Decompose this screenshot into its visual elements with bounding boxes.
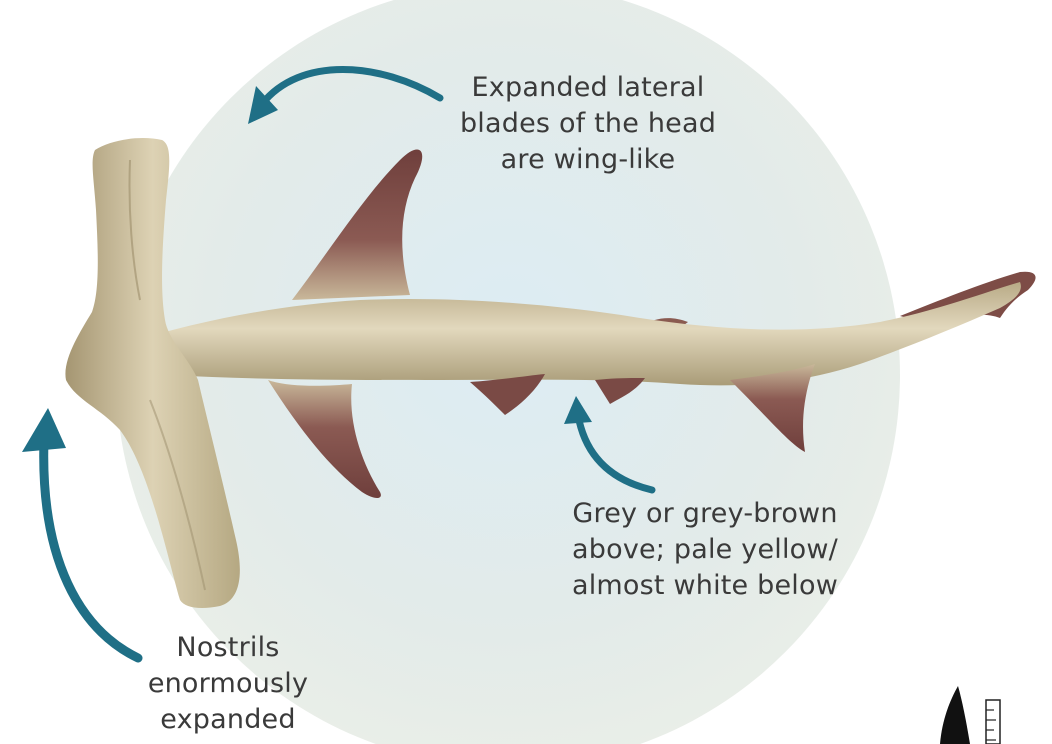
- arrow-to-nostrils: [22, 408, 138, 658]
- annotation-blades-line-1: Expanded lateral: [438, 70, 738, 106]
- annotation-coloration: Grey or grey-brown above; pale yellow/ a…: [540, 496, 870, 604]
- annotation-coloration-line-1: Grey or grey-brown: [540, 496, 870, 532]
- annotation-coloration-line-3: almost white below: [540, 568, 870, 604]
- shark-size-scale-icon: [940, 686, 1000, 744]
- annotation-nostrils-line-1: Nostrils: [108, 630, 348, 666]
- annotation-coloration-line-2: above; pale yellow/: [540, 532, 870, 568]
- annotation-blades-line-3: are wing-like: [438, 142, 738, 178]
- annotation-blades-line-2: blades of the head: [438, 106, 738, 142]
- annotation-nostrils-line-3: expanded: [108, 702, 348, 738]
- annotation-nostrils: Nostrils enormously expanded: [108, 630, 348, 738]
- annotation-blades: Expanded lateral blades of the head are …: [438, 70, 738, 178]
- annotation-nostrils-line-2: enormously: [108, 666, 348, 702]
